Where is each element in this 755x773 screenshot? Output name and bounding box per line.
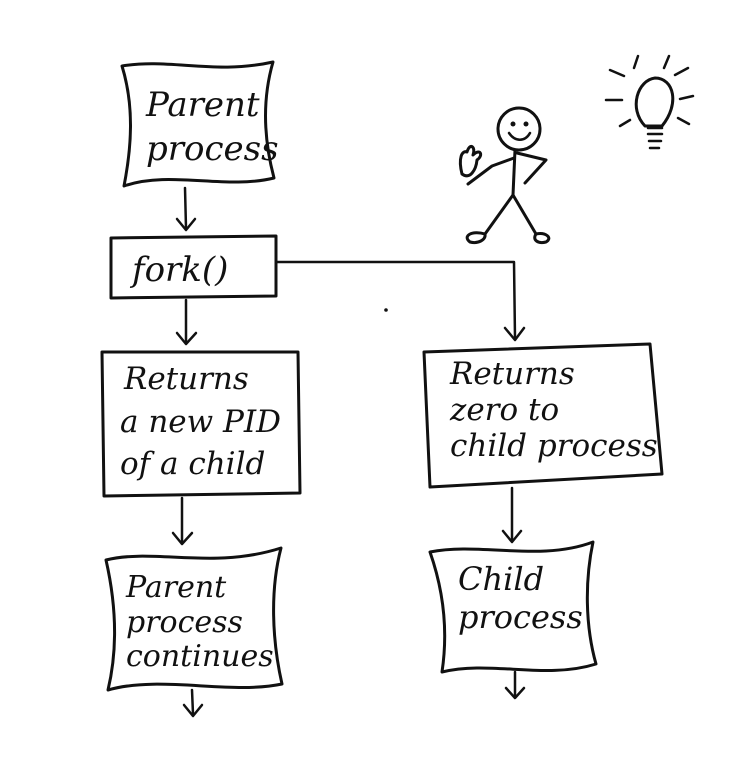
- child-process-node: Child process: [428, 540, 598, 674]
- parent-process-line1: Parent: [145, 85, 260, 125]
- arrow-parent-to-fork: [175, 186, 197, 232]
- fork-node: fork(): [109, 234, 278, 300]
- parent-continues-line3: continues: [126, 639, 274, 674]
- returns-zero-node: Returns zero to child process: [422, 342, 664, 489]
- arrow-returns-zero-to-child: [501, 486, 523, 544]
- arrow-fork-to-returns-zero: [274, 260, 526, 342]
- returns-zero-line1: Returns: [449, 356, 575, 392]
- waving-stick-figure-icon: [458, 106, 551, 244]
- arrow-returns-pid-to-parent-continues: [171, 496, 194, 546]
- arrow-parent-continues-out: [182, 688, 204, 718]
- ink-dot: [384, 308, 388, 312]
- returns-pid-line1: Returns: [123, 361, 249, 397]
- parent-continues-line2: process: [126, 605, 243, 640]
- returns-zero-line3: child process: [450, 428, 658, 464]
- returns-pid-node: Returns a new PID of a child: [100, 350, 302, 498]
- fork-label: fork(): [129, 250, 228, 290]
- lightbulb-icon: [604, 54, 695, 150]
- parent-process-node: Parent process: [120, 60, 279, 188]
- arrow-fork-to-returns-pid: [175, 298, 198, 346]
- child-process-line1: Child: [458, 560, 544, 598]
- arrow-child-process-out: [504, 670, 526, 700]
- parent-continues-node: Parent process continues: [104, 546, 284, 692]
- returns-pid-line3: of a child: [120, 446, 265, 482]
- parent-continues-line1: Parent: [125, 570, 227, 605]
- returns-pid-line2: a new PID: [120, 404, 281, 440]
- returns-zero-line2: zero to: [449, 392, 559, 428]
- parent-process-line2: process: [146, 129, 279, 169]
- child-process-line2: process: [458, 598, 583, 636]
